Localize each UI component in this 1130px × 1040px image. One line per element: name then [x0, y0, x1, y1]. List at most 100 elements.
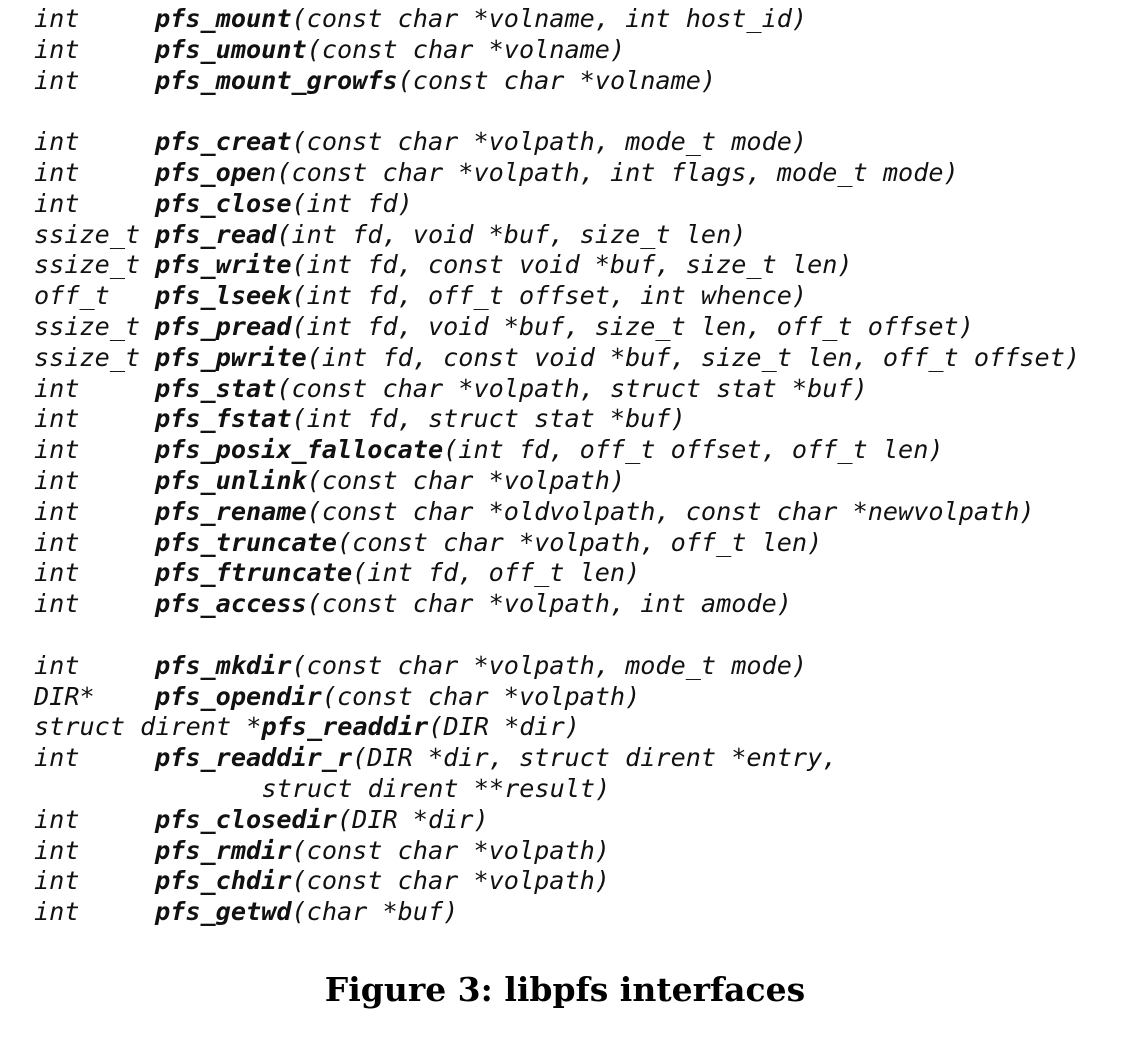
function-args: (DIR *dir): [336, 804, 489, 834]
function-args: (DIR *dir, struct dirent *entry,: [352, 743, 838, 773]
function-args: (const char *volpath, off_t len): [336, 527, 823, 557]
function-name: pfs_ftruncate: [155, 558, 353, 588]
function-name: pfs_pread: [155, 311, 292, 341]
return-type: int: [34, 188, 80, 218]
function-signature: struct dirent *pfs_readdir(DIR *dir): [34, 712, 1080, 743]
return-type: ssize_t: [34, 342, 141, 372]
return-type: DIR*: [34, 681, 95, 711]
return-type: off_t: [34, 281, 110, 311]
function-args: (int fd, void *buf, size_t len): [276, 219, 747, 249]
return-type: int: [34, 496, 80, 526]
return-type: int: [34, 866, 80, 896]
return-type: int: [34, 435, 80, 465]
function-signature: int pfs_fstat(int fd, struct stat *buf): [34, 404, 1080, 435]
function-args: (const char *oldvolpath, const char *new…: [306, 496, 1035, 526]
code-listing: int pfs_mount(const char *volname, int ho…: [34, 4, 1080, 928]
function-name: pfs_mount_growfs: [155, 65, 398, 95]
function-signature: int pfs_mkdir(const char *volpath, mode_t…: [34, 651, 1080, 682]
function-name: pfs_read: [155, 219, 277, 249]
function-signature: int pfs_posix_fallocate(int fd, off_t off…: [34, 435, 1080, 466]
function-args: (int fd, void *buf, size_t len, off_t of…: [291, 311, 974, 341]
function-args: (const char *volpath, mode_t mode): [291, 127, 808, 157]
function-name: pfs_umount: [155, 34, 307, 64]
function-args: (const char *volpath): [321, 681, 641, 711]
function-name: pfs_readdir: [261, 712, 429, 742]
return-type: int: [34, 589, 80, 619]
function-name: pfs_ope: [155, 157, 262, 187]
return-type: int: [34, 373, 80, 403]
function-name: pfs_chdir: [155, 866, 292, 896]
function-name: pfs_unlink: [155, 465, 307, 495]
function-args: (int fd, const void *buf, size_t len): [291, 250, 853, 280]
function-name-tail: n: [261, 157, 277, 187]
function-args: (const char *volpath): [291, 866, 610, 896]
function-name: pfs_lseek: [155, 281, 292, 311]
function-signature: int pfs_chdir(const char *volpath): [34, 866, 1080, 897]
function-signature: ssize_t pfs_write(int fd, const void *buf…: [34, 250, 1080, 281]
function-signature: int pfs_creat(const char *volpath, mode_t…: [34, 127, 1080, 158]
function-signature: int pfs_readdir_r(DIR *dir, struct dirent…: [34, 743, 1080, 774]
function-name: pfs_close: [155, 188, 292, 218]
function-name: pfs_readdir_r: [155, 743, 353, 773]
function-args: (int fd, const void *buf, size_t len, of…: [306, 342, 1081, 372]
return-type: int: [34, 4, 80, 33]
function-args: (int fd, off_t offset, int whence): [291, 281, 808, 311]
return-type: int: [34, 527, 80, 557]
return-type: int: [34, 127, 80, 157]
return-type: int: [34, 897, 80, 927]
function-args: (const char *volpath, struct stat *buf): [276, 373, 868, 403]
function-name: pfs_closedir: [155, 804, 337, 834]
function-args: (const char *volpath, int amode): [306, 589, 792, 619]
function-name: pfs_mount: [155, 4, 292, 33]
return-type: ssize_t: [34, 250, 141, 280]
function-signature: int pfs_close(int fd): [34, 189, 1080, 220]
function-signature: int pfs_mount(const char *volname, int ho…: [34, 4, 1080, 35]
function-args: (const char *volpath, mode_t mode): [291, 650, 808, 680]
function-args: (int fd, off_t offset, off_t len): [443, 435, 944, 465]
function-name: pfs_fstat: [155, 404, 292, 434]
function-args-continuation: struct dirent **result): [34, 773, 611, 803]
function-signature: int pfs_unlink(const char *volpath): [34, 466, 1080, 497]
group-separator: [34, 96, 1080, 127]
function-args: (const char *volpath, int flags, mode_t …: [276, 157, 959, 187]
function-name: pfs_posix_fallocate: [155, 435, 444, 465]
return-type: int: [34, 404, 80, 434]
return-type: struct dirent *: [34, 712, 262, 742]
function-args: (const char *volname, int host_id): [291, 4, 808, 33]
return-type: int: [34, 743, 80, 773]
function-name: pfs_rmdir: [155, 835, 292, 865]
function-name: pfs_mkdir: [155, 650, 292, 680]
function-args: (const char *volname): [306, 34, 626, 64]
function-args: (const char *volpath): [306, 465, 626, 495]
function-args: (int fd, struct stat *buf): [291, 404, 686, 434]
function-signature: DIR*pfs_opendir(const char *volpath): [34, 682, 1080, 713]
function-args: (DIR *dir): [428, 712, 580, 742]
function-name: pfs_getwd: [155, 897, 292, 927]
function-name: pfs_write: [155, 250, 292, 280]
function-args: (const char *volname): [397, 65, 717, 95]
function-signature: int pfs_getwd(char *buf): [34, 897, 1080, 928]
function-name: pfs_access: [155, 589, 307, 619]
return-type: int: [34, 157, 80, 187]
function-name: pfs_stat: [155, 373, 277, 403]
function-signature: off_t pfs_lseek(int fd, off_t offset, int…: [34, 281, 1080, 312]
function-args: (char *buf): [291, 897, 459, 927]
group-separator: [34, 620, 1080, 651]
return-type: int: [34, 465, 80, 495]
return-type: int: [34, 650, 80, 680]
function-name: pfs_creat: [155, 127, 292, 157]
return-type: ssize_t: [34, 311, 141, 341]
return-type: int: [34, 558, 80, 588]
function-signature: int pfs_open(const char *volpath, int fla…: [34, 158, 1080, 189]
function-signature: ssize_t pfs_pread(int fd, void *buf, size…: [34, 312, 1080, 343]
return-type: int: [34, 835, 80, 865]
function-args: (int fd): [291, 188, 413, 218]
